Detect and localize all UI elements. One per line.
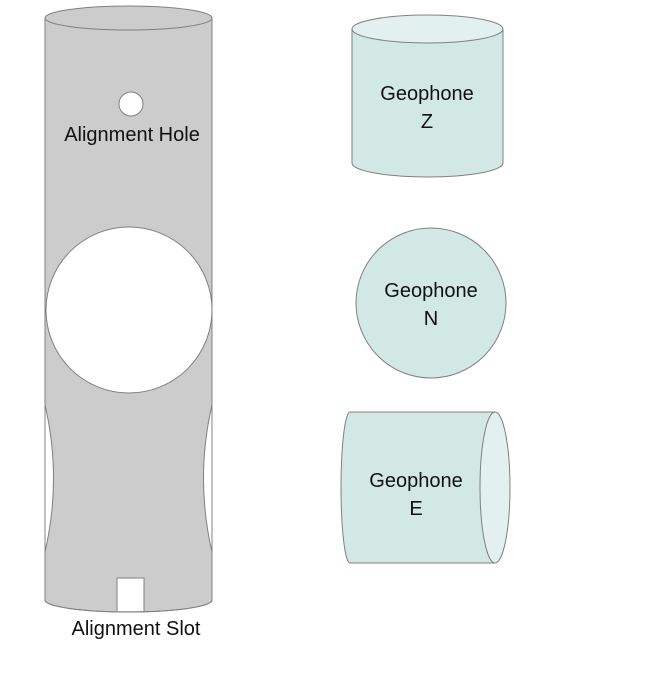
geophone-z-axis: Z: [421, 111, 433, 133]
large-opening: [45, 226, 213, 394]
geophone-z: Geophone Z: [351, 14, 504, 178]
geophone-n-axis: N: [424, 308, 438, 330]
alignment-slot-label: Alignment Slot: [72, 618, 201, 640]
left-side-cutout: [44, 404, 54, 553]
alignment-tube: Alignment Hole Alignment Slot: [44, 5, 213, 640]
alignment-hole: [118, 91, 144, 117]
alignment-slot: [116, 577, 145, 611]
geophone-e: Geophone E: [340, 411, 511, 564]
geophone-e-label: Geophone: [369, 470, 462, 492]
alignment-hole-label: Alignment Hole: [64, 124, 200, 146]
geophone-z-label: Geophone: [380, 83, 473, 105]
geophone-e-axis: E: [409, 498, 422, 520]
geophone-n: Geophone N: [355, 227, 507, 379]
tube-top: [44, 5, 213, 31]
geophone-n-label: Geophone: [384, 280, 477, 302]
right-side-cutout: [203, 404, 213, 553]
